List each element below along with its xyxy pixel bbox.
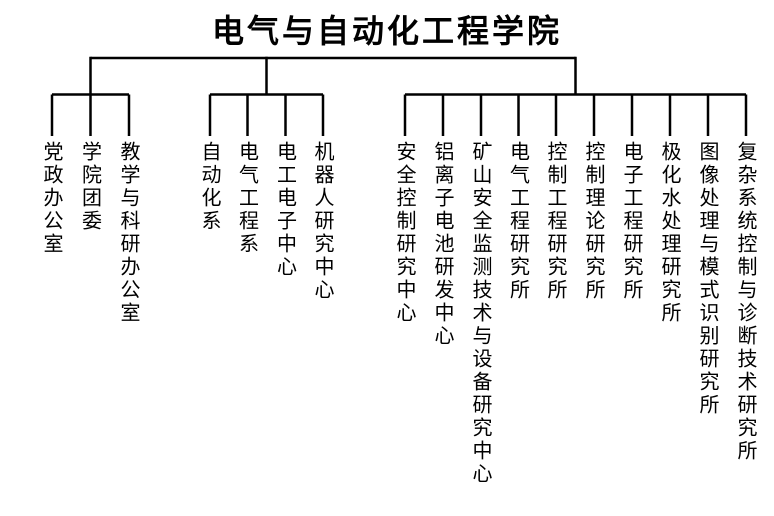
- org-unit-label: 电工电子中心: [273, 141, 298, 279]
- org-unit-label: 党政办公室: [40, 141, 64, 256]
- org-unit-label: 安全控制研究中心: [393, 141, 417, 325]
- org-unit-label: 控制理论研究所: [582, 141, 606, 302]
- org-unit-label: 教学与科研办公室: [117, 141, 141, 325]
- org-unit-label: 学院团委: [78, 141, 103, 233]
- org-unit-label: 极化水处理研究所: [658, 141, 682, 325]
- org-unit-label: 铝离子电池研发中心: [431, 141, 455, 348]
- org-unit-label: 自动化系: [198, 141, 222, 233]
- org-unit-label: 电气工程研究所: [506, 141, 531, 302]
- org-unit-label: 矿山安全监测技术与设备研究中心: [469, 141, 493, 486]
- org-unit-label: 控制工程研究所: [544, 141, 568, 302]
- org-unit-label: 机器人研究中心: [311, 141, 335, 302]
- org-unit-label: 图像处理与模式识别研究所: [696, 141, 720, 417]
- org-unit-label: 电气工程系: [235, 141, 260, 256]
- org-unit-label: 复杂系统控制与诊断技术研究所: [734, 141, 758, 463]
- page-title: 电气与自动化工程学院: [211, 12, 562, 50]
- org-unit-label: 电子工程研究所: [620, 141, 644, 302]
